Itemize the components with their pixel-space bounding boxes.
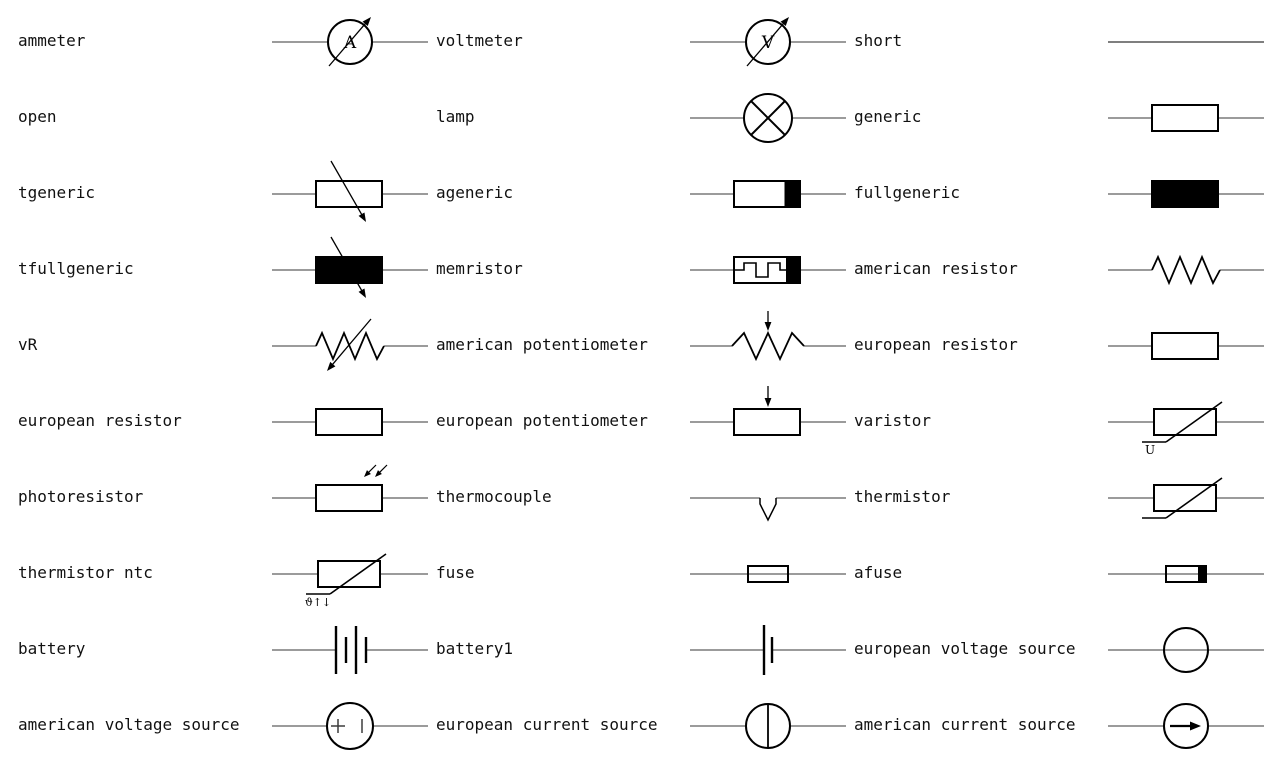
- vR-symbol-icon: [270, 306, 430, 382]
- component-label: european current source: [436, 714, 658, 734]
- photoresistor-symbol-icon: [270, 458, 430, 534]
- component-cell: european voltage source: [854, 610, 1272, 686]
- component-label: open: [18, 106, 57, 126]
- component-label: battery: [18, 638, 86, 658]
- component-cell: memristor: [436, 230, 854, 306]
- component-label: european potentiometer: [436, 410, 648, 430]
- european-resistor-symbol-icon: [1106, 306, 1266, 382]
- component-label: european resistor: [854, 334, 1018, 354]
- component-cell: american resistor: [854, 230, 1272, 306]
- component-label: varistor: [854, 410, 932, 430]
- component-label: voltmeter: [436, 30, 523, 50]
- component-label: generic: [854, 106, 922, 126]
- varistor-annotation: U: [1145, 443, 1155, 457]
- component-label: fuse: [436, 562, 475, 582]
- tfullgeneric-symbol-icon: [270, 230, 430, 306]
- component-label: short: [854, 30, 903, 50]
- memristor-symbol-icon: [688, 230, 848, 306]
- component-label: thermistor: [854, 486, 951, 506]
- component-cell: ammeter A: [18, 2, 436, 78]
- short-symbol-icon: [1106, 2, 1266, 78]
- component-cell: lamp: [436, 78, 854, 154]
- component-cell: battery: [18, 610, 436, 686]
- generic-symbol-icon: [1106, 78, 1266, 154]
- thermistor-ntc-symbol-icon: ϑ↑↓: [270, 534, 430, 610]
- component-cell: short: [854, 2, 1272, 78]
- american-resistor-symbol-icon: [1106, 230, 1266, 306]
- battery-symbol-icon: [270, 610, 430, 686]
- component-cell: photoresistor: [18, 458, 436, 534]
- open-symbol-icon: [270, 78, 430, 154]
- meter-symbol-icon: V: [688, 2, 848, 78]
- component-label: american potentiometer: [436, 334, 648, 354]
- component-cell: afuse: [854, 534, 1272, 610]
- fuse-symbol-icon: [688, 534, 848, 610]
- component-label: tfullgeneric: [18, 258, 134, 278]
- component-label: thermocouple: [436, 486, 552, 506]
- meter-symbol-icon: A: [270, 2, 430, 78]
- european-resistor-symbol-icon: [270, 382, 430, 458]
- thermistor-ntc-annotation: ϑ↑↓: [305, 596, 331, 609]
- ageneric-symbol-icon: [688, 154, 848, 230]
- component-cell: thermistor ntc ϑ↑↓: [18, 534, 436, 610]
- component-cell: open: [18, 78, 436, 154]
- varistor-symbol-icon: U: [1106, 382, 1266, 458]
- component-label: ammeter: [18, 30, 86, 50]
- afuse-symbol-icon: [1106, 534, 1266, 610]
- component-cell: american current source: [854, 686, 1272, 762]
- european-current-source-symbol-icon: [688, 686, 848, 762]
- component-cell: thermistor: [854, 458, 1272, 534]
- american-potentiometer-symbol-icon: [688, 306, 848, 382]
- european-voltage-source-symbol-icon: [1106, 610, 1266, 686]
- component-cell: european resistor: [18, 382, 436, 458]
- component-cell: american potentiometer: [436, 306, 854, 382]
- component-cell: tfullgeneric: [18, 230, 436, 306]
- fullgeneric-symbol-icon: [1106, 154, 1266, 230]
- component-label: vR: [18, 334, 38, 354]
- tgeneric-symbol-icon: [270, 154, 430, 230]
- component-label: memristor: [436, 258, 523, 278]
- american-voltage-source-symbol-icon: [270, 686, 430, 762]
- component-cell: ageneric: [436, 154, 854, 230]
- component-cell: voltmeter V: [436, 2, 854, 78]
- component-cell: american voltage source: [18, 686, 436, 762]
- component-label: european voltage source: [854, 638, 1076, 658]
- battery1-symbol-icon: [688, 610, 848, 686]
- component-cell: european potentiometer: [436, 382, 854, 458]
- component-label: fullgeneric: [854, 182, 960, 202]
- component-label: american voltage source: [18, 714, 240, 734]
- component-label: european resistor: [18, 410, 182, 430]
- component-label: photoresistor: [18, 486, 144, 506]
- component-cell: fuse: [436, 534, 854, 610]
- component-cell: fullgeneric: [854, 154, 1272, 230]
- component-label: battery1: [436, 638, 514, 658]
- component-label: afuse: [854, 562, 903, 582]
- thermistor-symbol-icon: [1106, 458, 1266, 534]
- lamp-symbol-icon: [688, 78, 848, 154]
- component-label: tgeneric: [18, 182, 96, 202]
- thermocouple-symbol-icon: [688, 458, 848, 534]
- component-cell: tgeneric: [18, 154, 436, 230]
- component-label: american current source: [854, 714, 1076, 734]
- component-label: thermistor ntc: [18, 562, 153, 582]
- component-cell: thermocouple: [436, 458, 854, 534]
- component-label: american resistor: [854, 258, 1018, 278]
- european-potentiometer-symbol-icon: [688, 382, 848, 458]
- component-label: lamp: [436, 106, 475, 126]
- component-label: ageneric: [436, 182, 514, 202]
- component-cell: european current source: [436, 686, 854, 762]
- component-cell: vR: [18, 306, 436, 382]
- american-current-source-symbol-icon: [1106, 686, 1266, 762]
- component-cell: battery1: [436, 610, 854, 686]
- component-cell: generic: [854, 78, 1272, 154]
- component-cell: european resistor: [854, 306, 1272, 382]
